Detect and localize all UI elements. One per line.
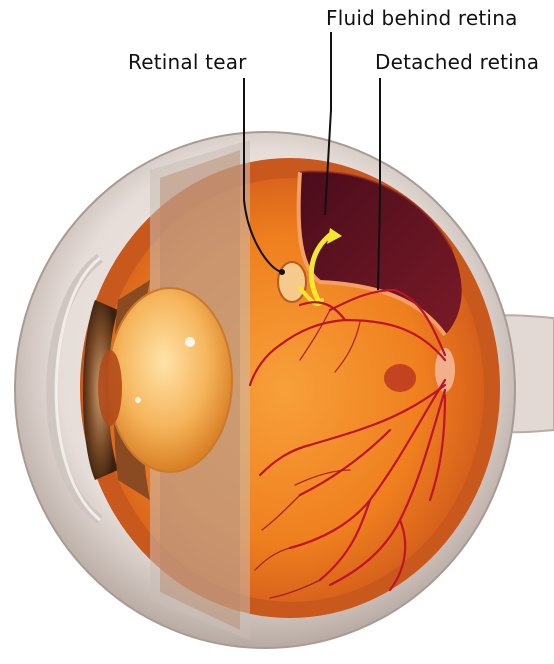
lens bbox=[108, 288, 232, 472]
label-retinal-tear: Retinal tear bbox=[128, 50, 247, 74]
macula bbox=[384, 364, 416, 392]
label-detached-retina: Detached retina bbox=[375, 50, 539, 74]
pupil bbox=[98, 350, 122, 426]
retinal-tear-hole bbox=[278, 262, 306, 302]
label-fluid-behind-retina: Fluid behind retina bbox=[326, 6, 518, 30]
